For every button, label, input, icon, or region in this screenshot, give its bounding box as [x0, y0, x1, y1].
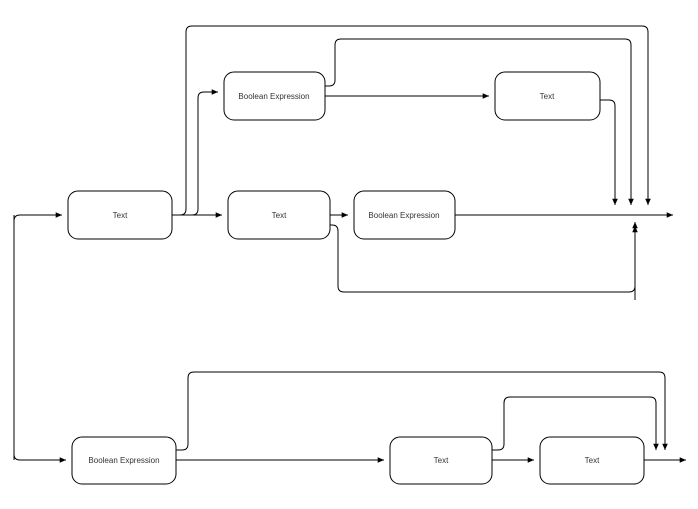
edge-text-bottom-1-to-exit	[492, 396, 659, 451]
node-text-top-right[interactable]: Text	[494, 71, 601, 121]
edge-text1-to-boolexpr-bottom	[13, 453, 66, 463]
node-layer: Text Boolean Expression Text Text Boolea…	[67, 71, 645, 485]
node-boolean-expression-top[interactable]: Boolean Expression	[223, 71, 326, 121]
node-text-bottom-2[interactable]: Text	[539, 436, 645, 485]
node-text-left[interactable]: Text	[67, 190, 173, 240]
edge-boolexpr-top-to-exit	[325, 38, 634, 205]
node-boolean-expression-bottom[interactable]: Boolean Expression	[71, 436, 177, 485]
node-text-middle[interactable]: Text	[227, 190, 331, 240]
edge-entry-elbow-top	[13, 212, 62, 222]
edge-text1-to-exit-outer	[175, 25, 651, 216]
node-boolean-expression-middle[interactable]: Boolean Expression	[353, 190, 456, 240]
edge-text-mid-to-exit-loop	[330, 224, 638, 293]
edge-text1-to-boolexpr-top	[178, 89, 218, 216]
node-text-bottom-1[interactable]: Text	[389, 436, 493, 485]
edge-boolexpr-bottom-to-exit-outer	[176, 371, 668, 451]
edge-layer	[13, 25, 686, 463]
edge-text-top-to-exit	[600, 99, 618, 205]
